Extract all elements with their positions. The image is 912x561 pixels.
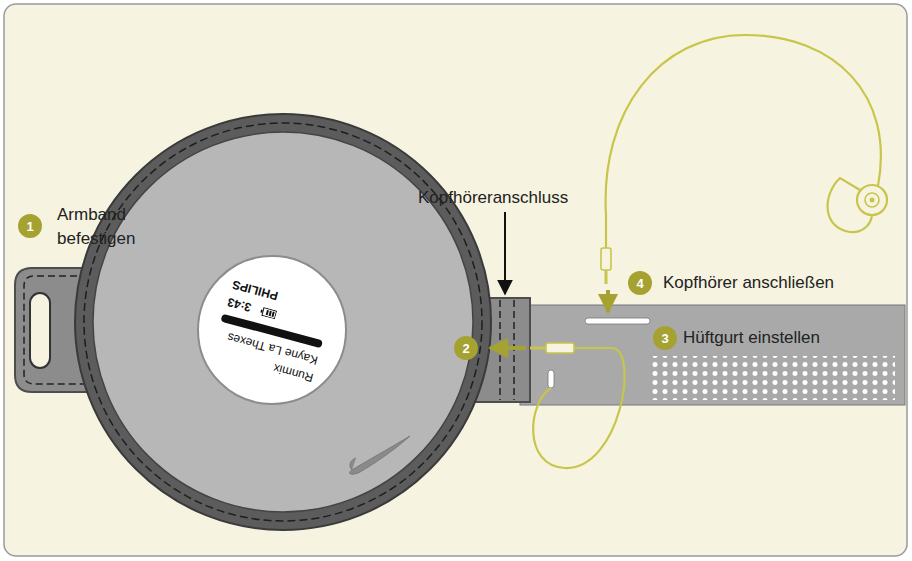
battery-icon (259, 307, 277, 320)
time-text: 3:43 (226, 295, 253, 314)
hip-belt (520, 305, 905, 405)
callout-number: 4 (636, 277, 643, 290)
belt-slot (585, 318, 650, 324)
callout-circle: 3 (653, 326, 677, 350)
swoosh-logo (350, 436, 410, 474)
callout-number: 1 (26, 220, 33, 233)
display-face: PHILIPS3:43Kayne La ThexesRunmix (201, 266, 343, 394)
armband-body (75, 114, 491, 530)
step-text: Kopfhörer anschließen (663, 271, 834, 295)
jack-arrow (490, 346, 526, 350)
plug-arrow (606, 290, 610, 312)
step-text: Armband befestigen (57, 203, 167, 251)
part-name: Kopfhöreranschluss (418, 186, 568, 210)
step-text: Hüftgurt einstellen (683, 326, 820, 350)
player-display: PHILIPS3:43Kayne La ThexesRunmix (197, 255, 347, 405)
port-arrow (504, 212, 506, 294)
callout-circle: 4 (628, 271, 652, 295)
headphone (601, 35, 887, 284)
frame (4, 4, 907, 556)
callout-number: 3 (661, 332, 668, 345)
callout-circle: 1 (18, 214, 42, 238)
callout-circle: 2 (454, 336, 478, 360)
belt-loop (548, 370, 554, 388)
callout-number: 2 (462, 342, 469, 355)
jack-cable (530, 343, 625, 468)
